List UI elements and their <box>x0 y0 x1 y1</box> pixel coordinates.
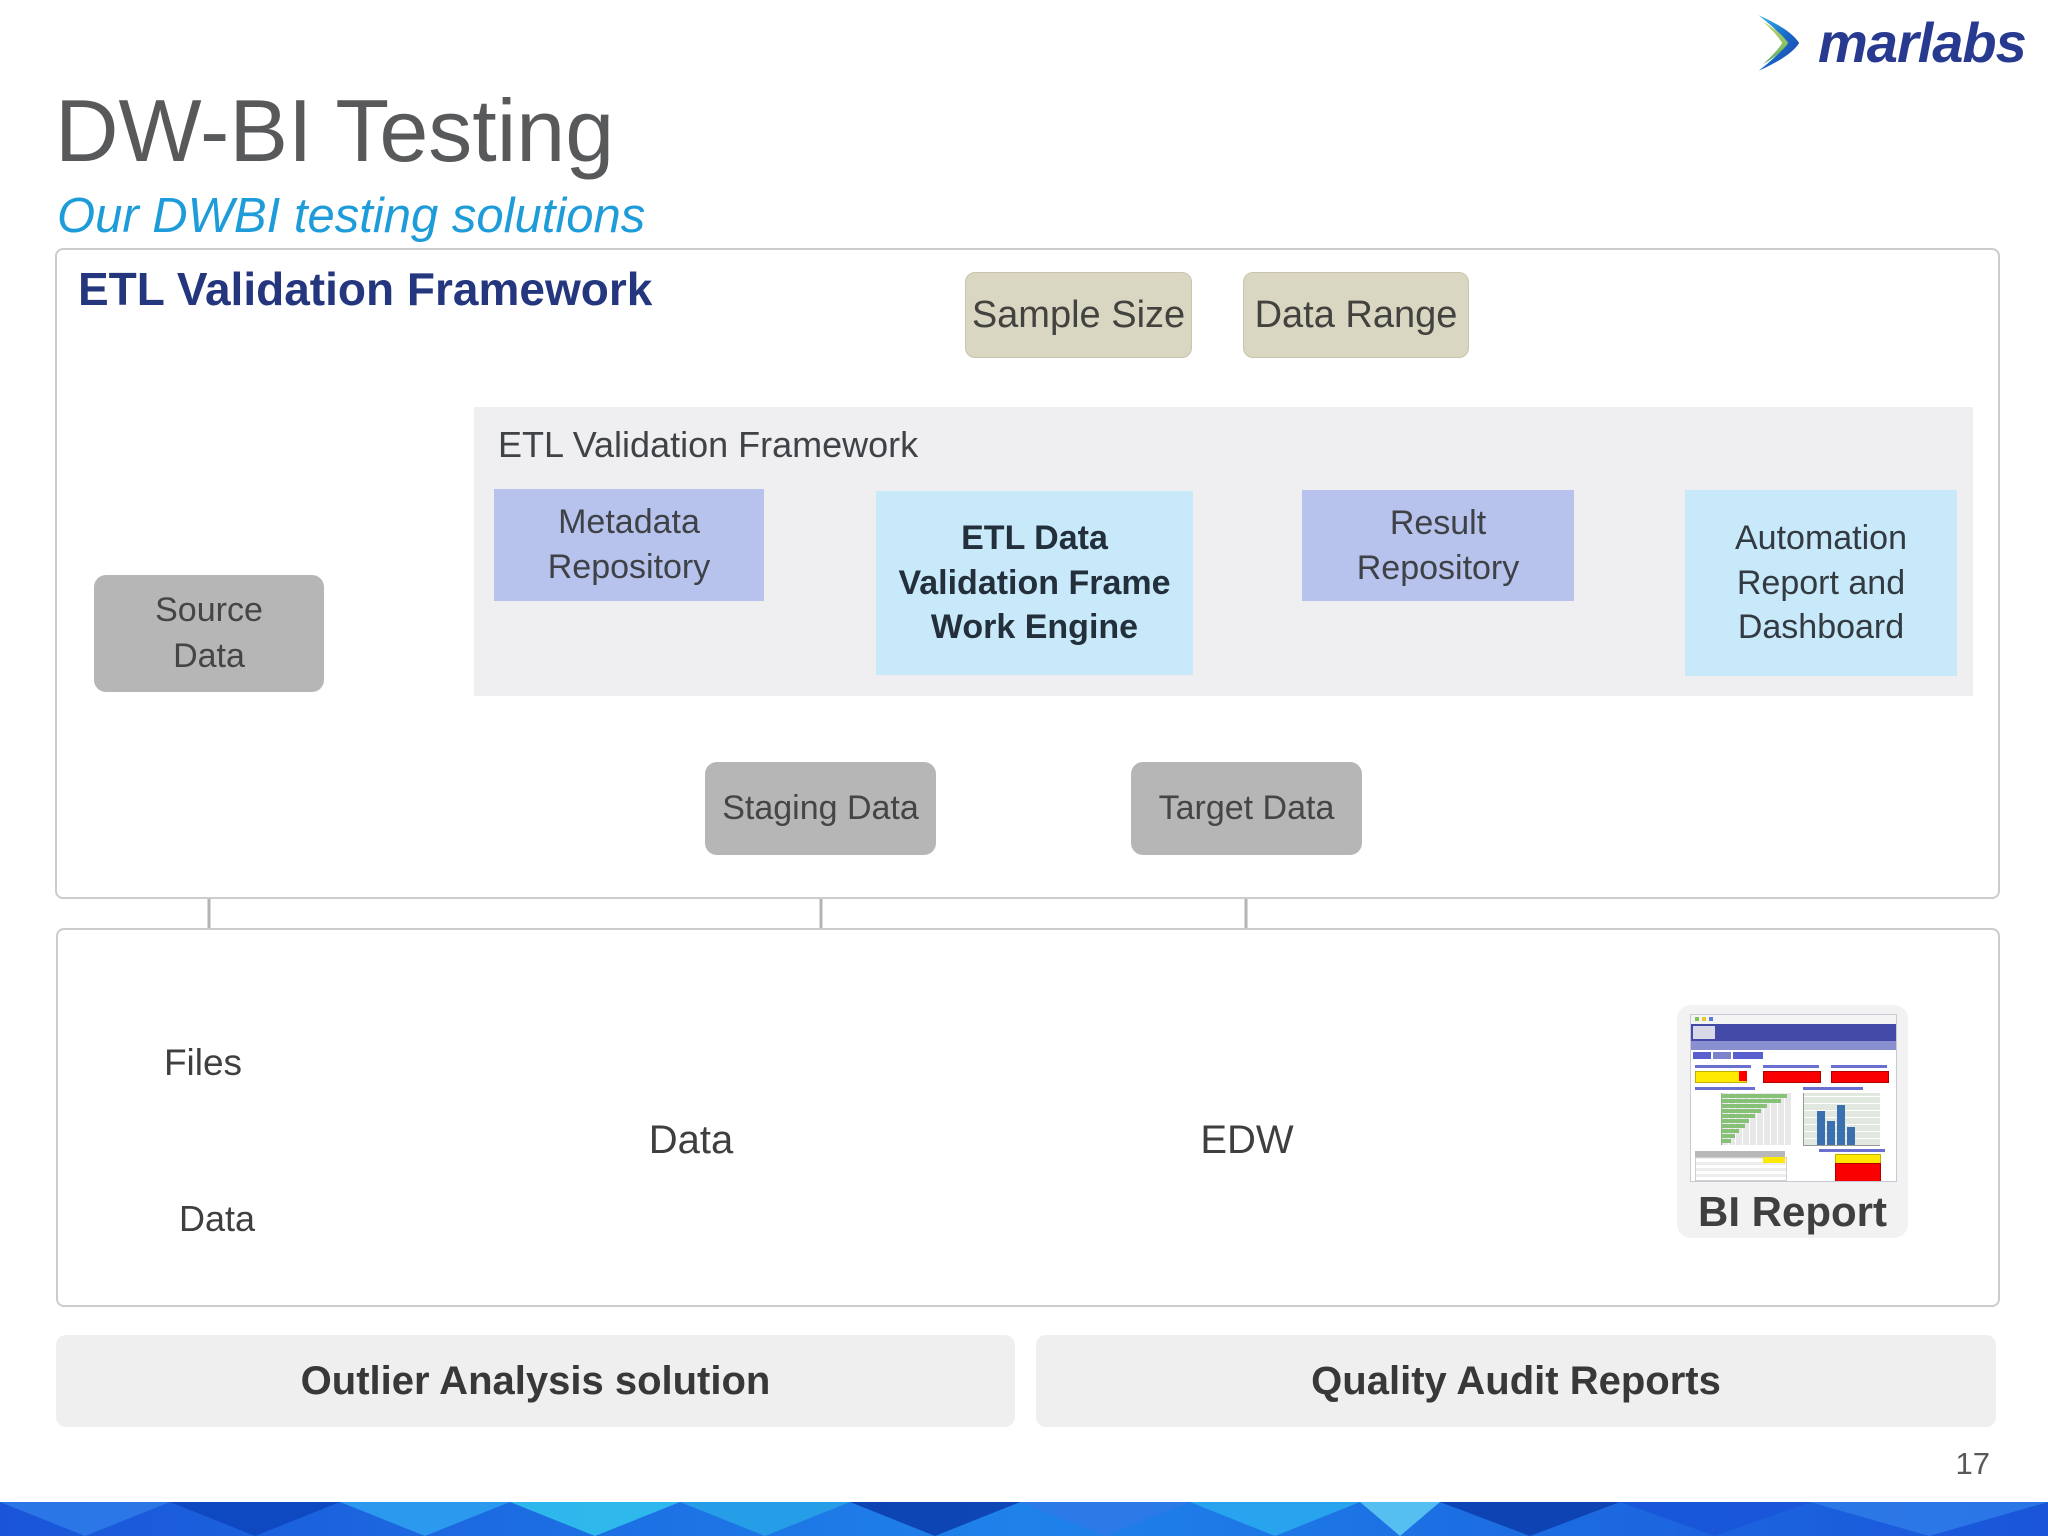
source-line2: Data <box>173 636 245 675</box>
data-range-label: Data Range <box>1254 293 1458 336</box>
outlier-analysis-label: Outlier Analysis solution <box>300 1358 771 1403</box>
source-data-node: Source Data <box>94 575 324 692</box>
sample-size-box: Sample Size <box>965 272 1192 358</box>
footer-decoration <box>0 1502 2048 1536</box>
page-subtitle: Our DWBI testing solutions <box>57 189 646 243</box>
staging-db-label: Data <box>648 1118 734 1162</box>
logo-brand-text: marlabs <box>1818 11 2027 74</box>
files-db-label: Data <box>178 1198 256 1239</box>
result-line2: Repository <box>1356 548 1520 587</box>
result-line1: Result <box>1389 503 1487 542</box>
framework-heading: ETL Validation Framework <box>78 263 653 315</box>
metadata-line2: Repository <box>547 548 711 586</box>
marlabs-logo-icon <box>1758 14 1800 71</box>
quality-audit-label: Quality Audit Reports <box>1311 1358 1721 1403</box>
source-line1: Source <box>155 590 263 629</box>
metadata-line1: Metadata <box>558 503 700 542</box>
target-label: Target Data <box>1158 788 1335 827</box>
metadata-repository-node: Metadata Repository <box>494 489 764 601</box>
files-label: Files <box>163 1042 243 1083</box>
page-title: DW-BI Testing <box>55 81 615 180</box>
etl-engine-node: ETL Data Validation Frame Work Engine <box>876 491 1193 675</box>
bi-report-thumbnail <box>1690 1014 1897 1182</box>
automation-line1: Automation <box>1735 518 1907 557</box>
inner-panel-label: ETL Validation Framework <box>498 424 919 465</box>
sample-size-label: Sample Size <box>971 293 1186 336</box>
target-data-node: Target Data <box>1131 762 1362 855</box>
data-range-box: Data Range <box>1243 272 1469 358</box>
automation-line2: Report and <box>1736 563 1906 602</box>
engine-line2: Validation Frame <box>898 563 1171 602</box>
marlabs-logo: marlabs <box>1748 10 2027 75</box>
page-number: 17 <box>1955 1446 1990 1481</box>
edw-label: EDW <box>1200 1118 1294 1162</box>
quality-audit-bar: Quality Audit Reports <box>1036 1335 1996 1427</box>
automation-report-node: Automation Report and Dashboard <box>1685 490 1957 676</box>
engine-line1: ETL Data <box>961 518 1108 557</box>
bi-report-label: BI Report <box>1698 1188 1887 1235</box>
staging-data-node: Staging Data <box>705 762 936 855</box>
staging-label: Staging Data <box>722 788 919 827</box>
pipeline-container <box>56 928 2000 1307</box>
automation-line3: Dashboard <box>1737 608 1905 647</box>
engine-line3: Work Engine <box>930 608 1139 647</box>
result-repository-node: Result Repository <box>1302 490 1574 601</box>
outlier-analysis-bar: Outlier Analysis solution <box>56 1335 1015 1427</box>
